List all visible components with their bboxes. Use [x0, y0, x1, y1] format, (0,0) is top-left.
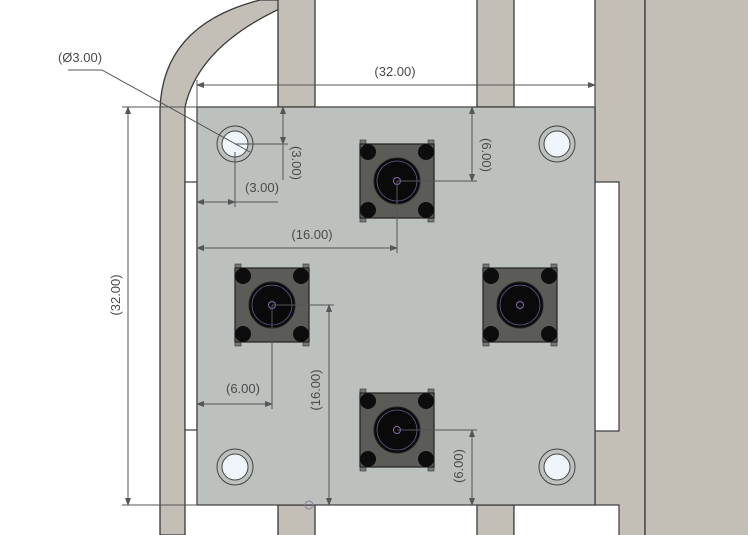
button-corner-dot — [235, 268, 251, 284]
button-corner-dot — [418, 451, 434, 467]
frame-bar-bottom-2 — [476, 504, 515, 535]
button-corner-dot — [541, 268, 557, 284]
mounting-hole — [216, 448, 254, 486]
mounting-hole — [538, 125, 576, 163]
frame-bar-top-2 — [476, 0, 515, 108]
dim-top-button-x: (16.00) — [291, 227, 332, 242]
tactile-buttons — [234, 139, 558, 472]
frame — [159, 0, 748, 535]
button-corner-dot — [360, 393, 376, 409]
tactile-button — [482, 263, 558, 347]
button-corner-dot — [360, 144, 376, 160]
dim-hole-diameter: (Ø3.00) — [58, 50, 102, 65]
dim-hole-offset-y: (3.00) — [289, 146, 304, 180]
button-corner-dot — [541, 326, 557, 342]
dim-overall-height: (32.00) — [108, 274, 123, 315]
left-slot — [184, 181, 198, 431]
frame-arc — [159, 0, 301, 535]
dim-left-button-y: (16.00) — [308, 369, 323, 410]
button-corner-dot — [418, 393, 434, 409]
dim-top-button-y: (6.00) — [479, 138, 494, 172]
dim-overall-width: (32.00) — [374, 64, 415, 79]
dim-left-button-x: (6.00) — [226, 381, 260, 396]
mounting-hole — [538, 448, 576, 486]
button-corner-dot — [360, 451, 376, 467]
right-slot — [594, 181, 620, 432]
dim-bottom-button-y: (6.00) — [451, 449, 466, 483]
tactile-button — [359, 388, 435, 472]
button-cap — [496, 281, 544, 329]
bottom-right-slot — [513, 504, 620, 535]
button-corner-dot — [418, 202, 434, 218]
frame-bar-bottom-1 — [277, 504, 316, 535]
button-corner-dot — [483, 268, 499, 284]
frame-right-outer — [644, 0, 748, 535]
button-corner-dot — [293, 268, 309, 284]
button-corner-dot — [483, 326, 499, 342]
dimensions: (32.00) (32.00) (Ø3.00) (3.00) (3.00) (1… — [58, 50, 596, 506]
frame-bar-top-1 — [277, 0, 316, 108]
button-corner-dot — [360, 202, 376, 218]
button-center — [516, 301, 524, 309]
dim-hole-offset-x: (3.00) — [245, 180, 279, 195]
origin-marker — [304, 500, 314, 510]
button-cap-ring — [499, 284, 541, 326]
button-corner-dot — [293, 326, 309, 342]
button-corner-dot — [235, 326, 251, 342]
button-corner-dot — [418, 144, 434, 160]
